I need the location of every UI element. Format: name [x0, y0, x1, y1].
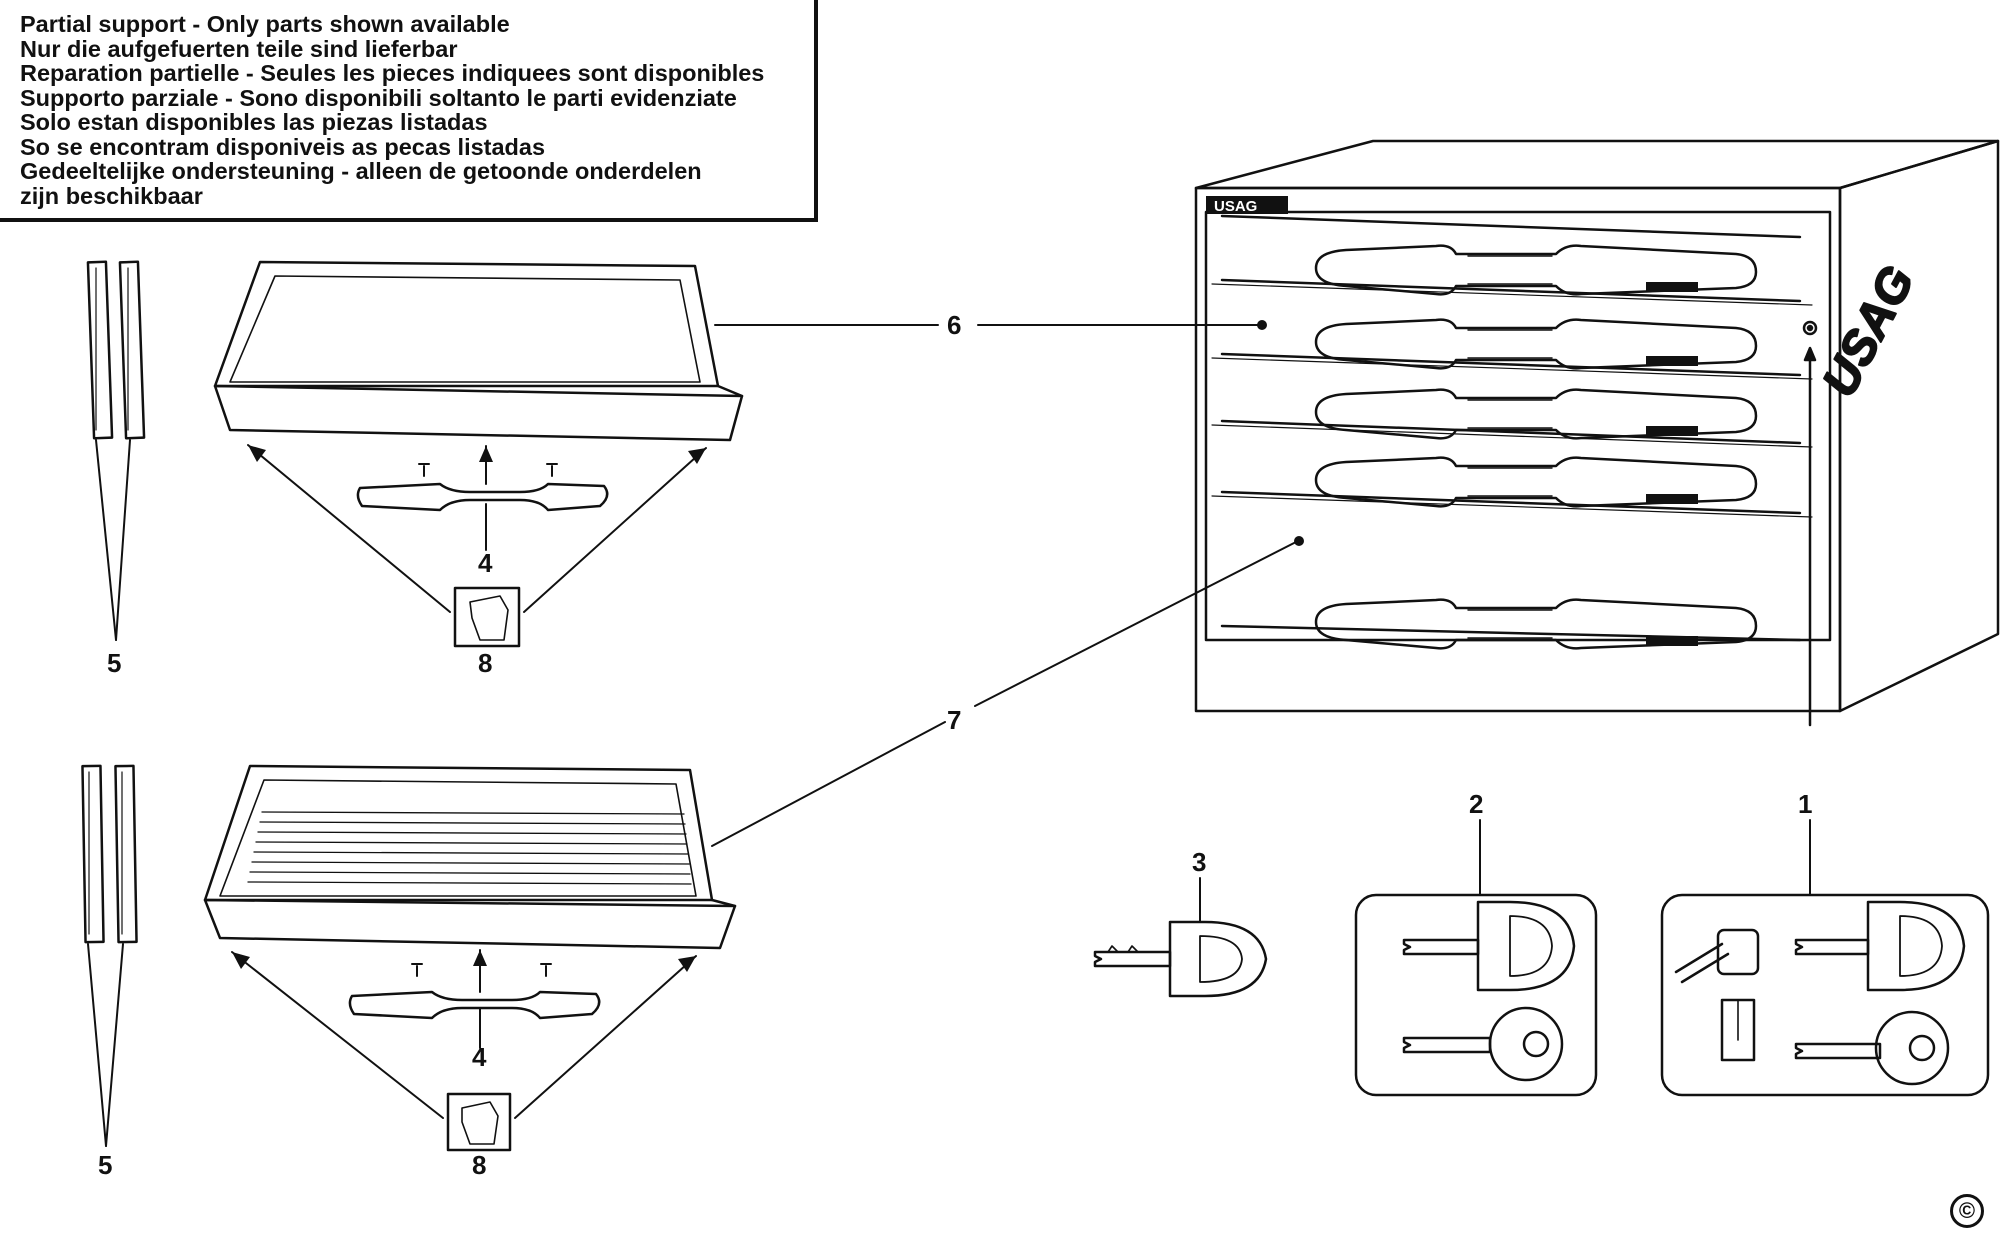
callout-8-bottom: 8 — [472, 1150, 486, 1180]
notice-line-4: Supporto parziale - Sono disponibili sol… — [20, 84, 737, 111]
callout-7: 7 — [947, 705, 961, 735]
top-drawer-handle — [356, 463, 609, 512]
notice-line-1: Partial support - Only parts shown avail… — [20, 11, 510, 37]
callout-5-top: 5 — [107, 648, 121, 678]
notice-line-6: So se encontram disponiveis as pecas lis… — [20, 133, 546, 160]
notice-line-2: Nur die aufgefuerten teile sind lieferba… — [20, 35, 458, 62]
callout-4-bottom: 4 — [472, 1042, 487, 1072]
cabinet-badge — [1206, 196, 1288, 214]
notice-line-3: Reparation partielle - Seules les pieces… — [20, 60, 765, 86]
callout-6: 6 — [947, 310, 961, 340]
key-set-box — [1354, 893, 1598, 1097]
notice-line-8: zijn beschikbaar — [20, 182, 203, 209]
copyright-symbol: © — [1950, 1194, 1984, 1228]
callout-2: 2 — [1469, 789, 1483, 819]
drawer-handles — [1314, 244, 1758, 650]
callout-5-bottom: 5 — [98, 1150, 112, 1180]
notice-line-5: Solo estan disponibles las piezas listad… — [20, 109, 488, 135]
drawer-clip-bottom — [446, 1092, 512, 1152]
leader-lines — [87, 324, 1811, 1147]
drawer-slide-rails-bottom — [81, 764, 138, 944]
bottom-drawer — [203, 764, 737, 950]
arrowheads — [232, 320, 1304, 972]
top-drawer — [213, 260, 744, 442]
drawer-clip-top — [453, 586, 521, 648]
cabinet-badge-text: USAG — [1214, 198, 1257, 215]
tool-cabinet — [1194, 139, 2000, 727]
parts-availability-notice: Partial support - Only parts shown avail… — [0, 0, 818, 222]
callout-1: 1 — [1798, 789, 1812, 819]
notice-line-7: Gedeeltelijke ondersteuning - alleen de … — [20, 158, 702, 184]
callout-4-top: 4 — [478, 548, 493, 578]
bottom-drawer-handle — [348, 963, 601, 1020]
replacement-key — [1093, 920, 1268, 998]
callout-3: 3 — [1192, 847, 1206, 877]
lock-set-box — [1660, 893, 1990, 1097]
drawer-slide-rails-top — [86, 260, 146, 440]
callout-8-top: 8 — [478, 648, 492, 678]
drawer-liner — [247, 811, 692, 885]
